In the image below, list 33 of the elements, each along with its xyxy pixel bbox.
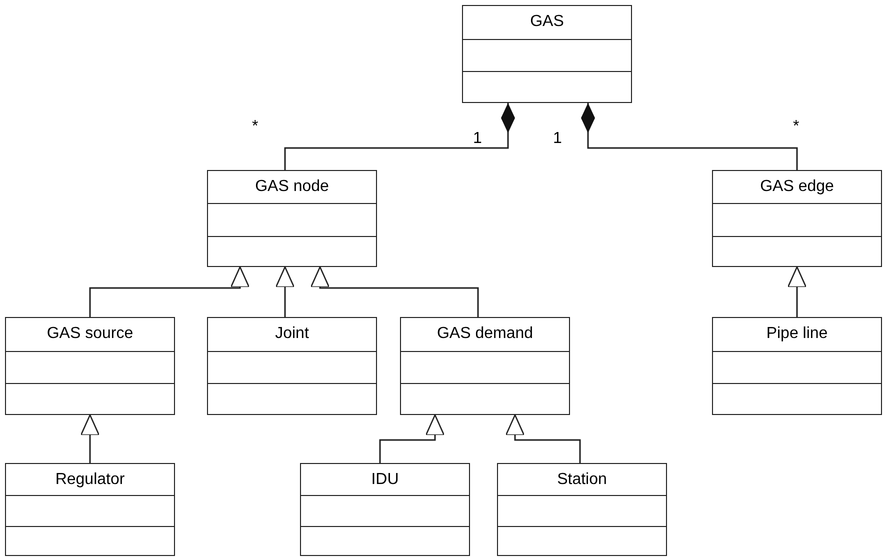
class-name: Station bbox=[556, 470, 608, 490]
class-name: GAS node bbox=[254, 177, 330, 197]
class-name: GAS bbox=[529, 12, 565, 32]
class-name: GAS source bbox=[46, 324, 134, 344]
class-box bbox=[5, 463, 175, 556]
class-name: GAS demand bbox=[436, 324, 534, 344]
inheritance-arrow bbox=[89, 266, 250, 317]
multiplicity-label: * bbox=[252, 118, 258, 136]
multiplicity-label: 1 bbox=[473, 130, 482, 148]
class-name: IDU bbox=[370, 470, 400, 490]
class-name: Pipe line bbox=[765, 324, 829, 344]
class-box bbox=[5, 317, 175, 415]
inheritance-arrow bbox=[379, 414, 445, 463]
composition-line bbox=[284, 103, 515, 170]
inheritance-arrow bbox=[275, 266, 295, 317]
class-box bbox=[207, 317, 377, 415]
class-box bbox=[497, 463, 667, 556]
multiplicity-label: 1 bbox=[553, 130, 562, 148]
inheritance-arrow bbox=[505, 414, 581, 463]
class-name: Regulator bbox=[54, 470, 126, 490]
inheritance-arrow bbox=[310, 266, 479, 317]
multiplicity-label: * bbox=[793, 118, 800, 136]
class-name: Joint bbox=[274, 324, 310, 344]
class-box bbox=[462, 5, 632, 103]
class-box bbox=[712, 170, 882, 267]
class-box bbox=[400, 317, 570, 415]
inheritance-arrow bbox=[80, 414, 100, 463]
composition-line bbox=[581, 103, 798, 170]
class-box bbox=[300, 463, 470, 556]
inheritance-arrow bbox=[787, 266, 807, 317]
class-box bbox=[712, 317, 882, 415]
class-name: GAS edge bbox=[759, 177, 835, 197]
class-box bbox=[207, 170, 377, 267]
